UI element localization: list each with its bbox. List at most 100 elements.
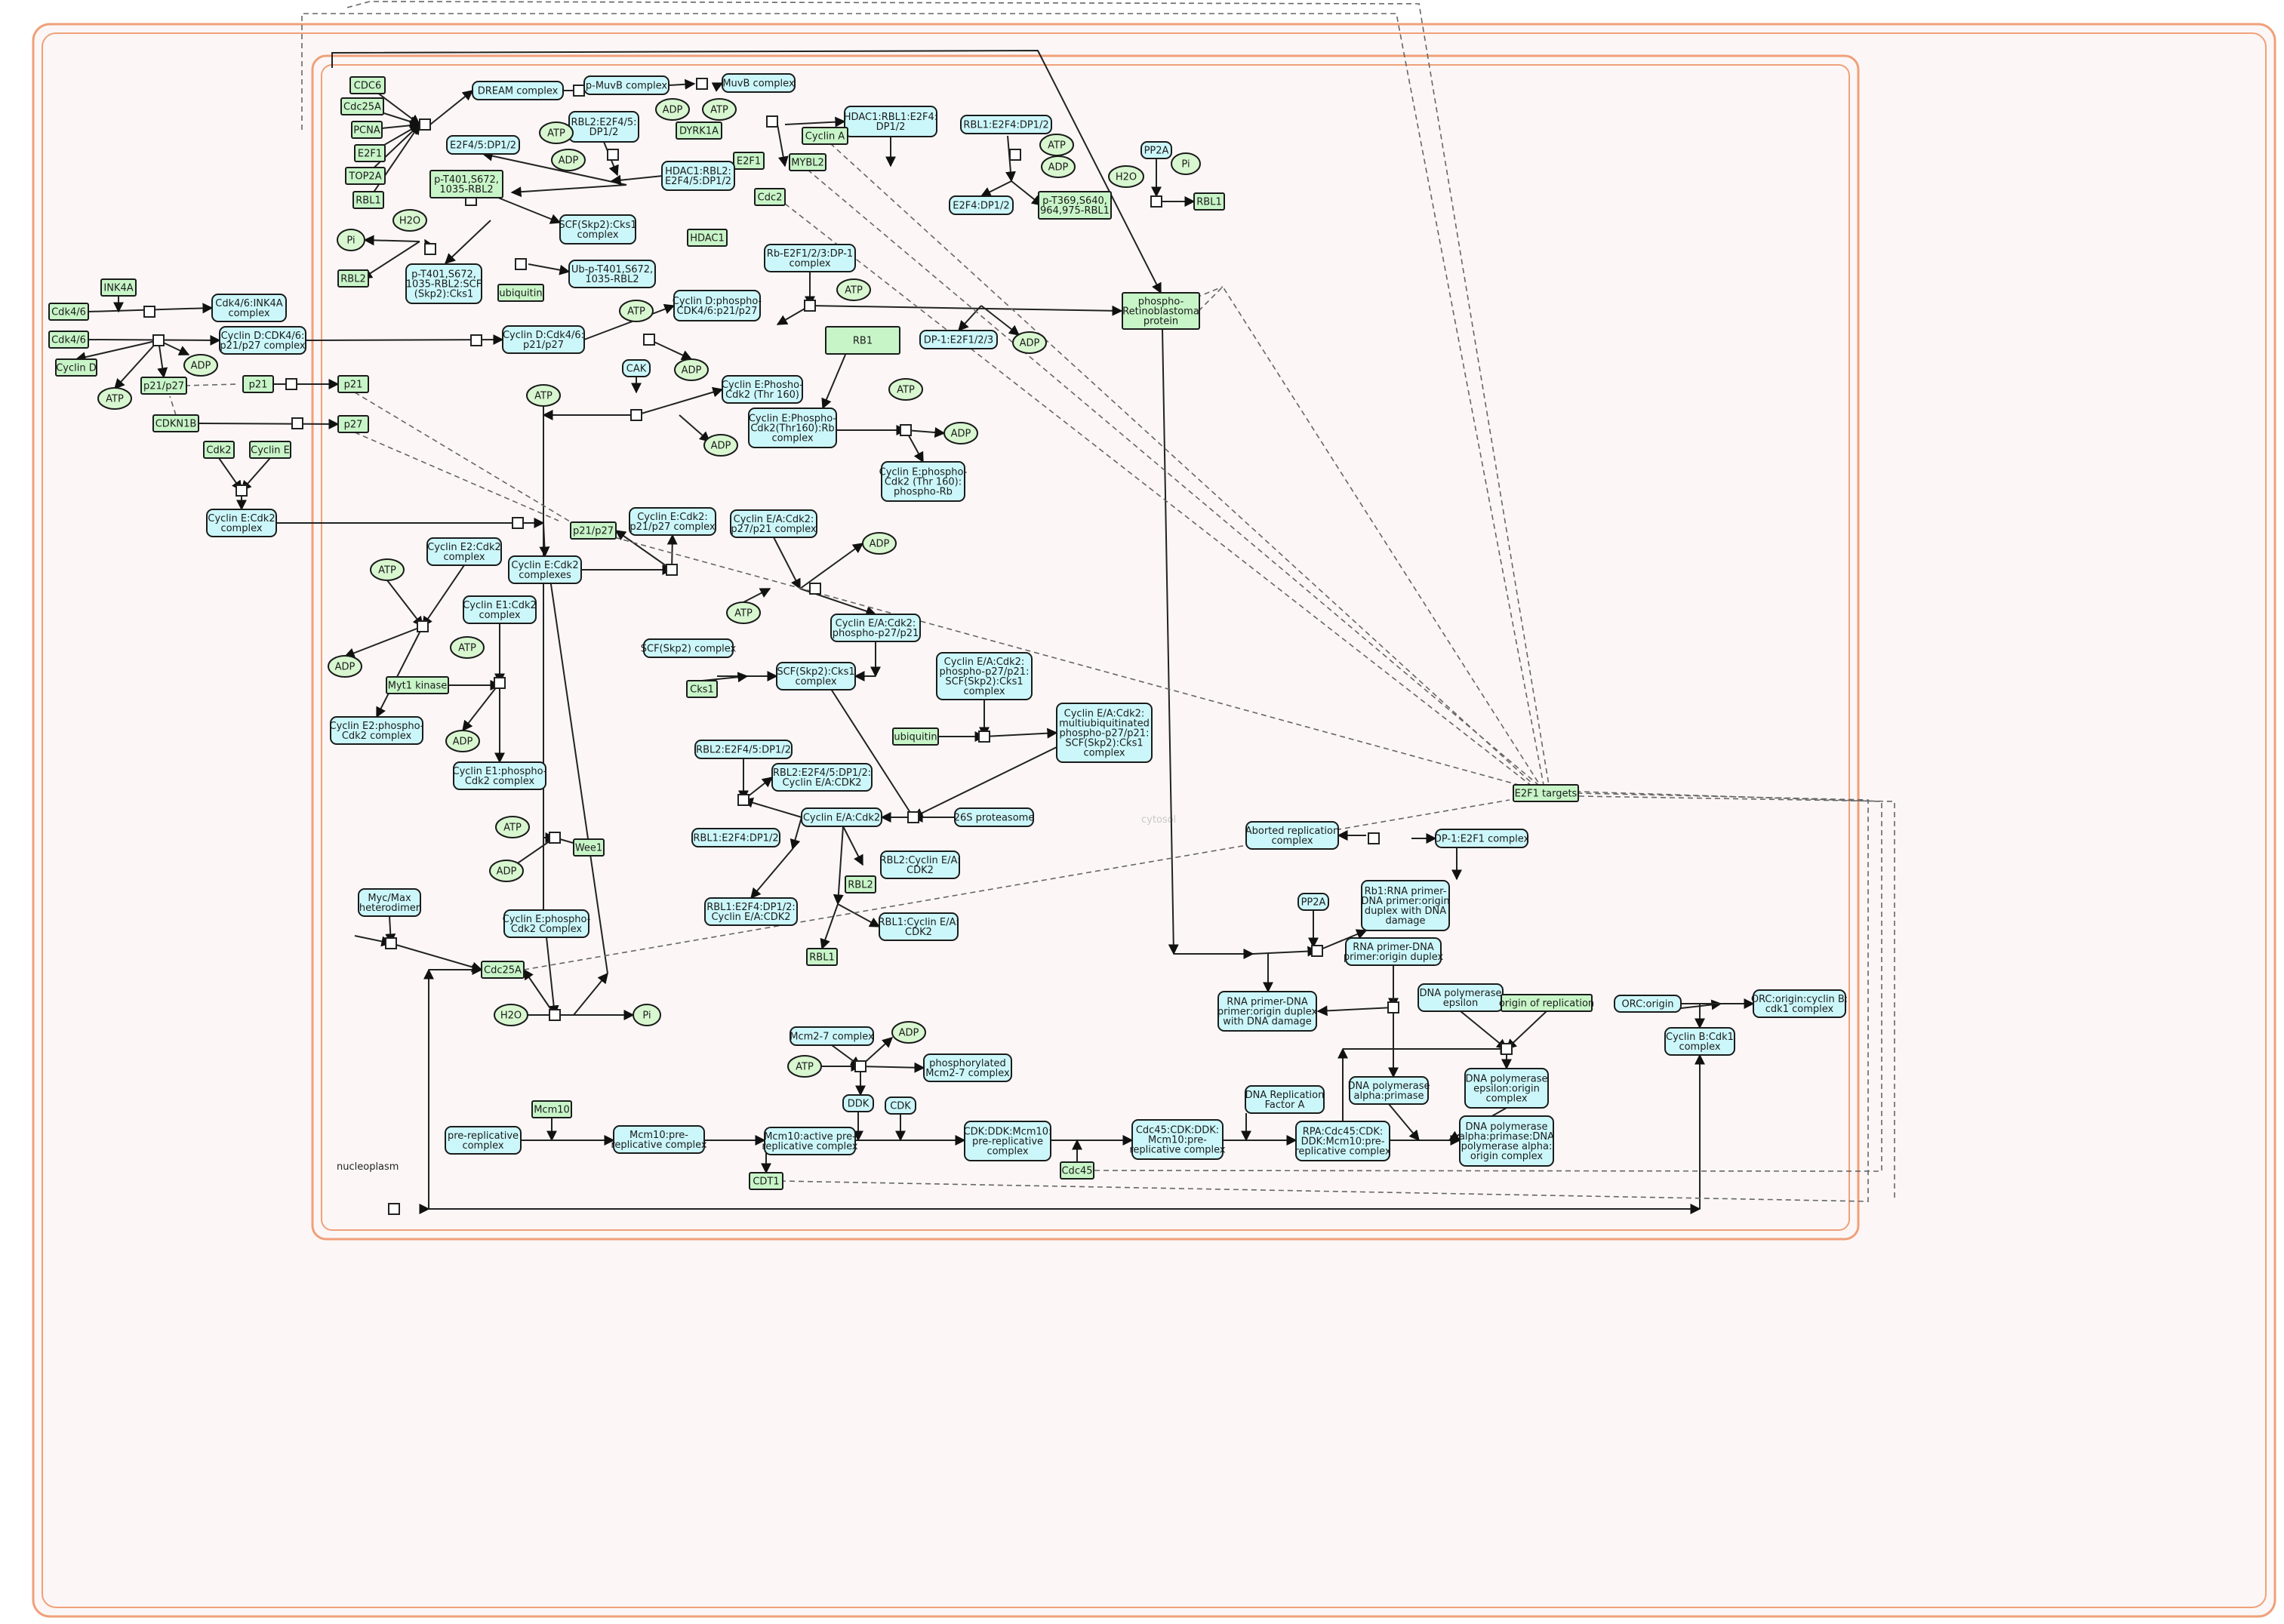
node-pi-left[interactable]: Pi — [337, 229, 365, 251]
node-adp-muvb[interactable]: ADP — [655, 98, 690, 121]
node-rbl2-cyclin-ea[interactable]: RBL2:Cyclin E/A:CDK2 — [880, 850, 961, 879]
node-e2f45-dp12[interactable]: E2F4/5:DP1/2 — [446, 135, 520, 155]
node-atp-e[interactable]: ATP — [888, 378, 923, 401]
node-cyclin-e1-phospho[interactable]: Cyclin E1:phospho-Cdk2 complex — [453, 761, 547, 790]
node-atp-a[interactable]: ATP — [539, 121, 574, 144]
node-p21p27-mid[interactable]: p21/p27 — [570, 521, 617, 540]
node-origin-of-replication[interactable]: origin of replication — [1499, 994, 1594, 1012]
node-pp2a-top[interactable]: PP2A — [1140, 141, 1172, 159]
node-rbl2-e2f45-dp12-b[interactable]: RBL2:E2F4/5:DP1/2 — [694, 740, 793, 759]
node-rbl2-e2f45-dp12[interactable]: RBL2:E2F4/5:DP1/2 — [568, 111, 639, 143]
node-rbl2-e2f45-cyclin-ea[interactable]: RBL2:E2F4/5:DP1/2:Cyclin E/A:CDK2 — [771, 763, 873, 792]
node-rbl1-e2f4-dp12-top[interactable]: RBL1:E2F4:DP1/2 — [960, 115, 1052, 134]
node-adp-e[interactable]: ADP — [943, 422, 978, 444]
node-scf-skp2[interactable]: SCF(Skp2) complex — [641, 638, 737, 658]
node-cdc45-cdk-ddk[interactable]: Cdc45:CDK:DDK:Mcm10:pre-replicative comp… — [1129, 1119, 1226, 1160]
node-cyclin-e-cdk2-p21p27[interactable]: Cyclin E:Cdk2:p21/p27 complex — [629, 507, 716, 536]
node-adp-d[interactable]: ADP — [183, 354, 218, 377]
node-myt1[interactable]: Myt1 kinase — [386, 676, 449, 694]
node-hdac1-rbl1-e2f4-dp12[interactable]: HDAC1:RBL1:E2F4:DP1/2 — [844, 106, 937, 137]
node-rb1[interactable]: RB1 — [825, 326, 900, 355]
node-cak[interactable]: CAK — [622, 359, 651, 377]
node-cyclin-e[interactable]: Cyclin E — [249, 441, 291, 459]
node-dp1-e2f1[interactable]: DP-1:E2F1 complex — [1434, 829, 1530, 848]
node-pi-bottom[interactable]: Pi — [633, 1004, 661, 1026]
node-p-t401-rbl2-scf[interactable]: p-T401,S672,1035-RBL2:SCF(Skp2):Cks1 — [405, 263, 482, 304]
node-cyclin-e-phospho-cdk2-complex[interactable]: Cyclin E:phospho-Cdk2 Complex — [503, 909, 591, 938]
node-atp-mid[interactable]: ATP — [526, 384, 561, 407]
node-pi-top[interactable]: Pi — [1171, 152, 1201, 175]
node-adp-cak[interactable]: ADP — [674, 358, 709, 381]
node-adp-e2[interactable]: ADP — [328, 655, 362, 678]
node-mcm10-pre-rep[interactable]: Mcm10:pre-replicative complex — [611, 1125, 707, 1154]
node-adp-rb[interactable]: ADP — [1012, 331, 1047, 354]
node-rbl1-cyclin-ea[interactable]: RBL1:Cyclin E/A:CDK2 — [879, 912, 959, 941]
node-adp-wee[interactable]: ADP — [489, 860, 524, 882]
node-e2f1-targets[interactable]: E2F1 targets — [1513, 784, 1579, 802]
node-cdk46-b[interactable]: Cdk4/6 — [48, 331, 89, 349]
node-atp-e2[interactable]: ATP — [370, 558, 405, 581]
node-adp-mcm[interactable]: ADP — [891, 1021, 926, 1044]
node-cks1[interactable]: Cks1 — [686, 680, 718, 698]
node-cdc25a-mid[interactable]: Cdc25A — [481, 961, 525, 979]
node-proteasome[interactable]: 26S proteasome — [954, 807, 1035, 827]
node-ink4a[interactable]: INK4A — [100, 278, 137, 297]
node-cyclin-a[interactable]: Cyclin A — [802, 127, 848, 145]
node-rbl1-right[interactable]: RBL1 — [1193, 192, 1225, 211]
node-orc-origin-cyclin-b[interactable]: ORC:origin:cyclin B:cdk1 complex — [1751, 989, 1848, 1018]
node-h2o-top[interactable]: H2O — [1108, 165, 1144, 188]
node-adp-a[interactable]: ADP — [551, 149, 586, 171]
node-cyclin-ea-phospho-scf[interactable]: Cyclin E/A:Cdk2:phospho-p27/p21:SCF(Skp2… — [936, 652, 1033, 700]
node-cdc45[interactable]: Cdc45 — [1060, 1161, 1094, 1180]
node-rbl2-small[interactable]: RBL2 — [845, 875, 876, 894]
node-e2f1-left[interactable]: E2F1 — [354, 144, 386, 162]
node-cyclin-d-cdk46-p21[interactable]: Cyclin D:CDK4/6:p21/p27 complex — [219, 326, 306, 355]
node-atp-cak[interactable]: ATP — [619, 300, 654, 322]
node-atp-d[interactable]: ATP — [97, 387, 132, 410]
node-p21p27-left[interactable]: p21/p27 — [140, 377, 187, 395]
node-cdkn1b[interactable]: CDKN1B — [152, 414, 199, 432]
node-adp-ea[interactable]: ADP — [862, 532, 897, 555]
node-cyclin-e2-phospho[interactable]: Cyclin E2:phospho-Cdk2 complex — [330, 716, 424, 745]
node-cdc2[interactable]: Cdc2 — [754, 188, 786, 206]
node-cyclin-e-phospho-rb[interactable]: Cyclin E:phospho-Cdk2 (Thr 160):phospho-… — [879, 461, 968, 502]
node-atp-ea[interactable]: ATP — [726, 601, 761, 624]
node-ubiquitin-mid[interactable]: ubiquitin — [892, 727, 939, 746]
node-atp-wee[interactable]: ATP — [495, 816, 530, 838]
node-p-t369-rbl1[interactable]: p-T369,S640,964,975-RBL1 — [1038, 191, 1112, 220]
node-rbl1-e2f4-cyclin-ea[interactable]: RBL1:E2F4:DP1/2:Cyclin E/A:CDK2 — [704, 897, 798, 926]
node-orc-origin[interactable]: ORC:origin — [1614, 995, 1682, 1013]
node-ub-p-rbl2[interactable]: Ub-p-T401,S672,1035-RBL2 — [568, 260, 656, 288]
node-dp1-e2f123[interactable]: DP-1:E2F1/2/3 — [919, 330, 998, 349]
node-pcna[interactable]: PCNA — [351, 121, 383, 139]
node-cdk46-a[interactable]: Cdk4/6 — [48, 303, 89, 321]
node-mybl2[interactable]: MYBL2 — [789, 153, 826, 171]
node-adp-top-right[interactable]: ADP — [1041, 155, 1076, 178]
node-hdac1[interactable]: HDAC1 — [687, 229, 728, 247]
node-atp-rb[interactable]: ATP — [836, 278, 871, 301]
node-cdk-small[interactable]: CDK — [885, 1097, 916, 1115]
node-mcm10[interactable]: Mcm10 — [531, 1100, 572, 1118]
node-cyclin-ea-cdk2-p27p21[interactable]: Cyclin E/A:Cdk2:p27/p21 complex — [730, 509, 817, 538]
node-cyclin-d[interactable]: Cyclin D — [55, 358, 97, 377]
node-cdc25a-top[interactable]: Cdc25A — [340, 97, 384, 115]
node-cyclin-ea-phospho-p27[interactable]: Cyclin E/A:Cdk2:phospho-p27/p21 — [830, 614, 921, 642]
node-ubiquitin-top[interactable]: ubiquitin — [497, 284, 544, 302]
node-cyclin-ea-cdk2[interactable]: Cyclin E/A:Cdk2 — [801, 807, 882, 827]
node-adp-mid[interactable]: ADP — [703, 434, 738, 457]
node-h2o-bottom[interactable]: H2O — [494, 1004, 528, 1026]
